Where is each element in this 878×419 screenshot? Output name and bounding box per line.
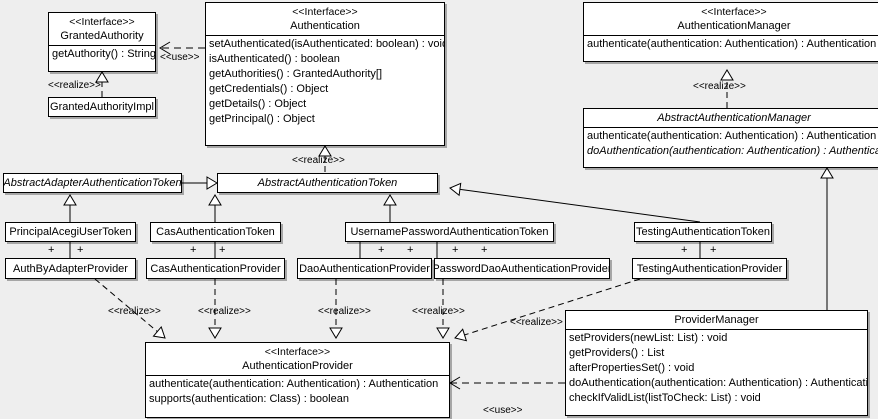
class-name: GrantedAuthorityImpl <box>50 101 154 113</box>
class-name: Authentication <box>290 20 360 32</box>
class-provider-manager[interactable]: ProviderManager setProviders(newList: Li… <box>565 310 868 416</box>
class-name: ProviderManager <box>674 314 759 326</box>
class-authentication-manager[interactable]: <<Interface>> AuthenticationManager auth… <box>583 2 878 62</box>
operation: authenticate(authentication: Authenticat… <box>587 130 877 142</box>
stereotype-label: <<Interface>> <box>701 6 767 18</box>
class-name: DaoAuthenticationProvider <box>299 262 430 275</box>
relationship-label-realize-cas-provider: <<realize>> <box>198 306 251 317</box>
relationship-label-realize-password-dao-provider: <<realize>> <box>412 306 465 317</box>
class-header: <<Interface>> Authentication <box>206 3 444 35</box>
class-granted-authority-impl[interactable]: GrantedAuthorityImpl <box>48 97 156 117</box>
class-name: AbstractAuthenticationToken <box>257 177 398 189</box>
relationship-label-realize-auth-by-adapter: <<realize>> <box>108 306 161 317</box>
class-username-password-authentication-token[interactable]: UsernamePasswordAuthenticationToken <box>345 222 554 242</box>
class-name: AbstractAdapterAuthenticationToken <box>3 177 182 189</box>
operations-compartment: getAuthority() : String <box>49 45 155 63</box>
operation: getCredentials() : Object <box>209 83 329 95</box>
class-authentication[interactable]: <<Interface>> Authentication setAuthenti… <box>205 2 445 146</box>
class-abstract-authentication-token[interactable]: AbstractAuthenticationToken <box>217 173 438 193</box>
operation: afterPropertiesSet() : void <box>569 362 695 374</box>
class-name: AuthenticationProvider <box>242 360 353 372</box>
association-multiplicity: + <box>219 244 226 256</box>
class-abstract-adapter-authentication-token[interactable]: AbstractAdapterAuthenticationToken <box>3 173 182 193</box>
class-header: AbstractAuthenticationManager <box>584 109 878 127</box>
stereotype-label: <<Interface>> <box>292 6 358 18</box>
class-name: PrincipalAcegiUserToken <box>9 226 132 238</box>
association-multiplicity: + <box>378 244 385 256</box>
class-cas-authentication-provider[interactable]: CasAuthenticationProvider <box>146 258 285 279</box>
class-authentication-provider[interactable]: <<Interface>> AuthenticationProvider aut… <box>145 342 450 418</box>
association-multiplicity: + <box>48 244 55 256</box>
class-header: <<Interface>> AuthenticationManager <box>584 3 878 35</box>
class-testing-authentication-provider[interactable]: TestingAuthenticationProvider <box>632 258 787 279</box>
operation: setAuthenticated(isAuthenticated: boolea… <box>209 38 445 50</box>
relationship-label-use-provider-manager: <<use>> <box>483 405 523 416</box>
class-dao-authentication-provider[interactable]: DaoAuthenticationProvider <box>297 258 432 279</box>
relationship-label-realize-dao-provider: <<realize>> <box>318 306 371 317</box>
stereotype-label: <<Interface>> <box>69 16 135 28</box>
class-cas-authentication-token[interactable]: CasAuthenticationToken <box>150 222 281 242</box>
class-name: PasswordDaoAuthenticationProvider <box>434 262 610 275</box>
operation: supports(authentication: Class) : boolea… <box>149 393 349 405</box>
operations-compartment: authenticate(authentication: Authenticat… <box>584 127 878 160</box>
class-name: TestingAuthenticationToken <box>636 226 770 238</box>
operations-compartment: setProviders(newList: List) : void getPr… <box>566 329 867 407</box>
relationship-label-realize-testing-provider: <<realize>> <box>510 317 563 328</box>
operations-compartment: authenticate(authentication: Authenticat… <box>146 375 449 408</box>
operation: getAuthority() : String <box>52 48 156 60</box>
relationship-label-use-granted-authority: <<use>> <box>160 52 200 63</box>
class-principal-acegi-user-token[interactable]: PrincipalAcegiUserToken <box>5 222 136 242</box>
association-multiplicity: + <box>481 244 488 256</box>
operation: getProviders() : List <box>569 347 665 359</box>
class-password-dao-authentication-provider[interactable]: PasswordDaoAuthenticationProvider <box>434 258 610 279</box>
association-multiplicity: + <box>190 244 197 256</box>
class-name: CasAuthenticationProvider <box>150 262 281 275</box>
relationship-label-realize-abstract-auth-token: <<realize>> <box>292 155 345 166</box>
operation: getPrincipal() : Object <box>209 113 315 125</box>
relationship-label-realize-granted-authority-impl: <<realize>> <box>48 80 101 91</box>
class-header: ProviderManager <box>566 311 867 329</box>
association-multiplicity: + <box>710 244 717 256</box>
operation: doAuthentication(authentication: Authent… <box>569 377 868 389</box>
class-name: TestingAuthenticationProvider <box>636 262 783 275</box>
association-multiplicity: + <box>681 244 688 256</box>
class-name: CasAuthenticationToken <box>156 226 275 238</box>
association-multiplicity: + <box>452 244 459 256</box>
class-auth-by-adapter-provider[interactable]: AuthByAdapterProvider <box>5 258 136 279</box>
operation: authenticate(authentication: Authenticat… <box>587 38 877 50</box>
operation: authenticate(authentication: Authenticat… <box>149 378 439 390</box>
operations-compartment: setAuthenticated(isAuthenticated: boolea… <box>206 35 444 128</box>
association-multiplicity: + <box>77 244 84 256</box>
class-name: AuthenticationManager <box>677 20 791 32</box>
operation: doAuthentication(authentication: Authent… <box>587 145 878 157</box>
class-name: AuthByAdapterProvider <box>13 262 128 275</box>
class-name: GrantedAuthority <box>60 30 144 42</box>
operations-compartment: authenticate(authentication: Authenticat… <box>584 35 878 53</box>
operation: setProviders(newList: List) : void <box>569 332 728 344</box>
operation: getAuthorities() : GrantedAuthority[] <box>209 68 383 80</box>
class-name: AbstractAuthenticationManager <box>657 112 811 124</box>
class-header: <<Interface>> GrantedAuthority <box>49 13 155 45</box>
relationship-label-realize-abstract-auth-manager: <<realize>> <box>693 81 746 92</box>
class-name: UsernamePasswordAuthenticationToken <box>350 226 549 238</box>
class-header: <<Interface>> AuthenticationProvider <box>146 343 449 375</box>
stereotype-label: <<Interface>> <box>264 346 331 358</box>
operation: isAuthenticated() : boolean <box>209 53 340 65</box>
class-granted-authority[interactable]: <<Interface>> GrantedAuthority getAuthor… <box>48 12 156 72</box>
class-testing-authentication-token[interactable]: TestingAuthenticationToken <box>634 222 772 242</box>
operation: getDetails() : Object <box>209 98 307 110</box>
class-abstract-authentication-manager[interactable]: AbstractAuthenticationManager authentica… <box>583 108 878 168</box>
operation: checkIfValidList(listToCheck: List) : vo… <box>569 392 761 404</box>
association-multiplicity: + <box>407 244 414 256</box>
